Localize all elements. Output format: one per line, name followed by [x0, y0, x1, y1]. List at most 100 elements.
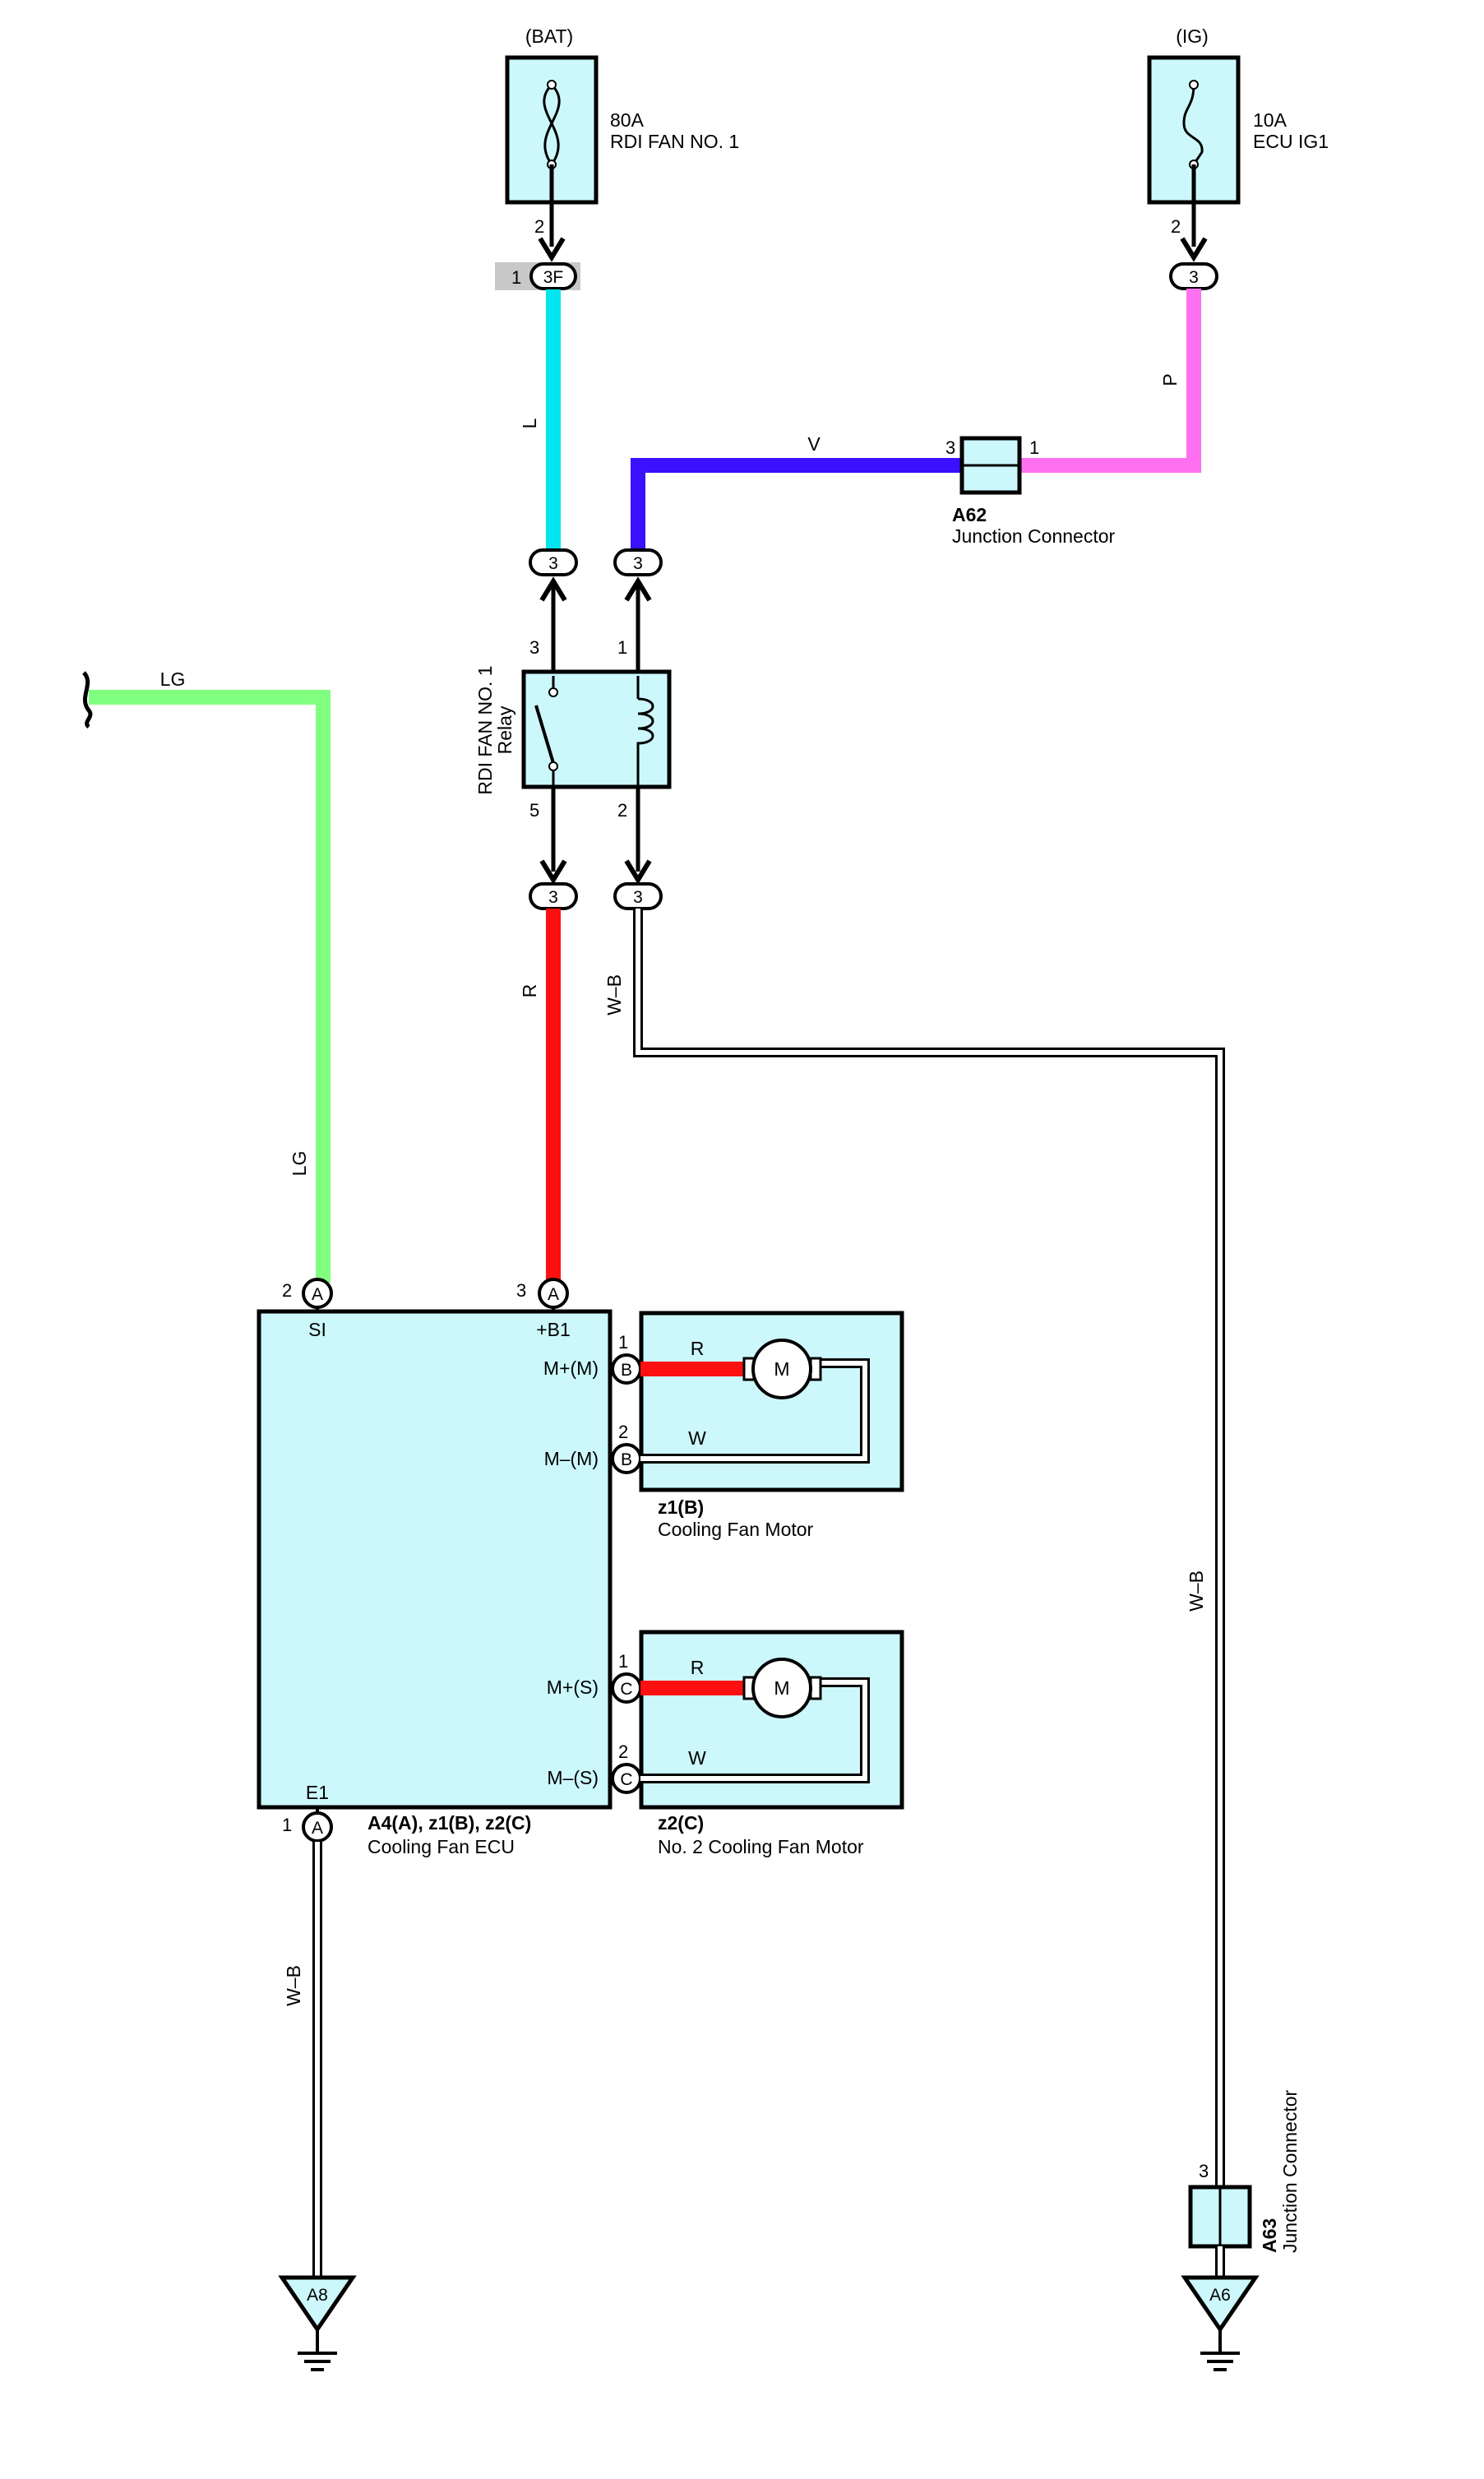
fuse-bat-element-icon	[543, 83, 561, 165]
fuse-ig-name: ECU IG1	[1253, 131, 1329, 152]
a62-pin-left: 3	[945, 437, 955, 458]
relay-upper-right-connector: 3	[633, 554, 643, 573]
relay-pin1: 1	[617, 637, 627, 658]
motor2-wire-w-label: W	[688, 1747, 706, 1769]
fuse-bat-pin: 2	[534, 216, 544, 237]
relay-pin3: 3	[529, 637, 539, 658]
relay-lower-right-connector: 3	[633, 888, 643, 907]
a62-name: Junction Connector	[952, 525, 1116, 547]
wire-p	[1019, 289, 1201, 473]
ecu-mmm-conn: B	[621, 1450, 632, 1469]
motor1-icon	[751, 1339, 812, 1399]
fuse-ig-connector-code: 3	[1189, 268, 1199, 287]
wire-lg	[89, 690, 331, 1283]
connector-3f: 1 3F	[495, 262, 580, 290]
fuse-bat: (BAT) 80A RDI FAN NO. 1 2	[505, 25, 739, 262]
wire-wb-relay-label: W–B	[603, 974, 625, 1015]
relay-rdi-fan-no1: 3 3 3 1 RDI FAN NO. 1 Relay 5 2 3 3	[474, 548, 672, 910]
ecu-b1-label: +B1	[536, 1319, 571, 1340]
connector-3f-code: 3F	[543, 268, 564, 287]
relay-upper-left-connector: 3	[548, 554, 558, 573]
ground-a6-label: A6	[1209, 2286, 1231, 2305]
relay-arrow-1-icon	[624, 576, 652, 602]
ecu-mps-pin: 1	[618, 1651, 628, 1672]
ground-a8-icon	[278, 2275, 357, 2333]
cooling-fan-motor-z1: R W M z1(B) Cooling Fan Motor	[639, 1311, 904, 1540]
relay-arrow-3-icon	[539, 576, 567, 602]
fuse-bat-name: RDI FAN NO. 1	[610, 131, 739, 152]
motor1-name: Cooling Fan Motor	[658, 1519, 814, 1540]
ecu-mps-label: M+(S)	[547, 1677, 599, 1698]
fuse-bat-rating: 80A	[610, 109, 645, 131]
fuse-ig-element-icon	[1182, 84, 1204, 165]
ecu-e1-conn: A	[312, 1819, 323, 1838]
relay-switch-icon	[534, 705, 555, 764]
wire-l-label: L	[519, 418, 540, 428]
ecu-mms-label: M–(S)	[547, 1767, 599, 1788]
ecu-b1-pin: 3	[516, 1280, 526, 1301]
junction-connector-a63: 3 A63 Junction Connector	[1188, 2089, 1301, 2278]
fuse-bat-supply-label: (BAT)	[525, 25, 573, 47]
connector-3f-pin: 1	[511, 267, 521, 288]
wire-wb-ground-label: W–B	[283, 1965, 304, 2006]
wire-v	[631, 458, 962, 549]
a63-code: A63	[1259, 2218, 1280, 2253]
ground-a6-icon	[1181, 2275, 1260, 2333]
ecu-mpm-conn: B	[621, 1361, 632, 1380]
wire-wb-right-label: W–B	[1186, 1570, 1207, 1612]
relay-arrow-2-icon	[624, 859, 652, 885]
junction-connector-a62: 3 1 A62 Junction Connector	[945, 436, 1116, 547]
ecu-mpm-pin: 1	[618, 1332, 628, 1353]
wire-v-label: V	[807, 433, 821, 455]
fuse-ig-arrow-icon	[1180, 237, 1208, 262]
relay-coil-icon	[636, 697, 654, 756]
wire-p-label: P	[1159, 373, 1181, 386]
ecu-b1-conn: A	[548, 1285, 559, 1304]
wire-wb-relay	[633, 909, 1225, 2187]
ground-a6: A6	[1181, 2275, 1260, 2371]
relay-arrow-5-icon	[539, 859, 567, 885]
wire-lg-label: LG	[289, 1151, 310, 1177]
ecu-si-label: SI	[308, 1319, 326, 1340]
fuse-bat-arrow-icon	[538, 237, 566, 262]
motor2-name: No. 2 Cooling Fan Motor	[658, 1836, 864, 1857]
fuse-ig-rating: 10A	[1253, 109, 1288, 131]
motor2-wire-r-label: R	[691, 1657, 705, 1678]
wire-r-label: R	[519, 984, 540, 998]
motor1-wire-r-label: R	[691, 1338, 705, 1359]
relay-pin2: 2	[617, 800, 627, 821]
fuse-ig-supply-label: (IG)	[1176, 25, 1209, 47]
fuse-ig: (IG) 10A ECU IG1 2 3	[1147, 25, 1329, 290]
ecu-e1-label: E1	[306, 1782, 329, 1803]
motor2-icon	[751, 1658, 812, 1718]
wire-lg-break-icon	[81, 671, 93, 728]
motor2-symbol: M	[774, 1677, 789, 1699]
cooling-fan-motor-z2: R W M z2(C) No. 2 Cooling Fan Motor	[639, 1630, 904, 1857]
ecu-mms-conn: C	[620, 1770, 632, 1789]
motor2-code: z2(C)	[658, 1812, 704, 1834]
relay-name-line1: RDI FAN NO. 1	[474, 665, 496, 794]
wire-lg-top-label: LG	[160, 668, 186, 690]
relay-lower-left-connector: 3	[548, 888, 558, 907]
ecu-name: Cooling Fan ECU	[368, 1836, 515, 1857]
a63-name: Junction Connector	[1279, 2089, 1301, 2253]
motor1-wire-w-label: W	[688, 1427, 706, 1449]
a62-pin-right: 1	[1029, 437, 1039, 458]
a62-code: A62	[952, 504, 987, 525]
relay-pin5: 5	[529, 800, 539, 821]
ecu-mms-pin: 2	[618, 1741, 628, 1762]
a63-pin: 3	[1199, 2161, 1209, 2181]
motor1-wire-w	[640, 1361, 867, 1461]
fuse-ig-pin: 2	[1171, 216, 1181, 237]
relay-name-line2: Relay	[494, 705, 515, 754]
ecu-box	[257, 1309, 613, 1810]
ecu-si-conn: A	[312, 1285, 323, 1304]
ecu-e1-pin: 1	[282, 1815, 292, 1835]
motor2-wire-w	[640, 1680, 867, 1781]
ecu-mmm-label: M–(M)	[544, 1448, 599, 1469]
ecu-si-pin: 2	[282, 1280, 292, 1301]
ground-a8-label: A8	[307, 2286, 328, 2305]
ground-a8: A8	[278, 2275, 357, 2371]
ecu-mpm-label: M+(M)	[543, 1357, 599, 1379]
